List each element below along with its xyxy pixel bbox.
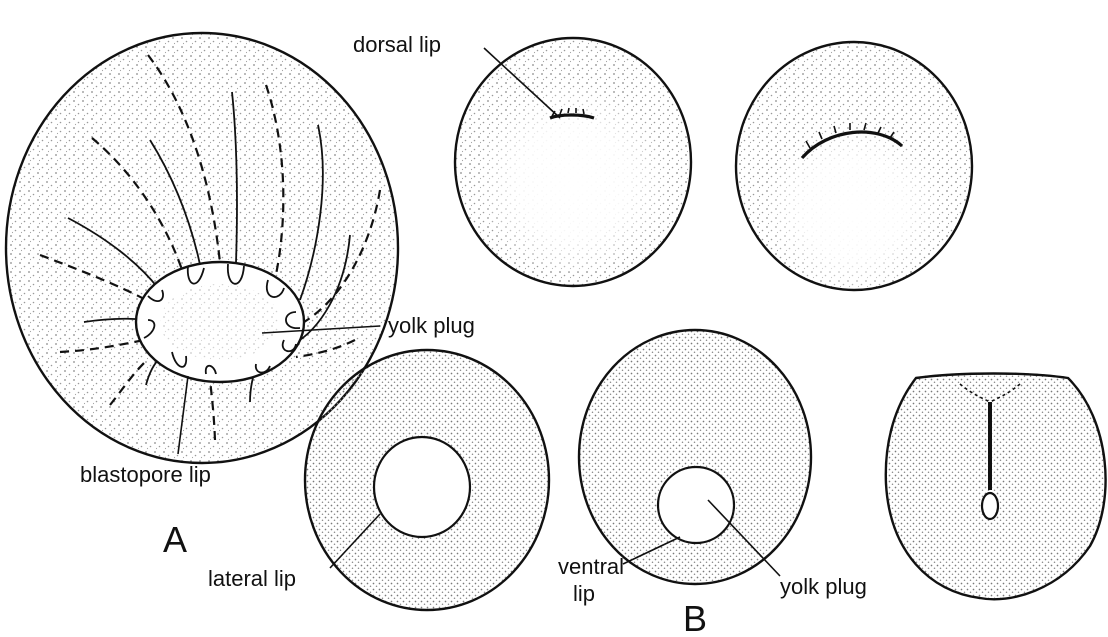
label-panel-b: B bbox=[683, 598, 707, 637]
label-blastopore-lip: blastopore lip bbox=[80, 462, 211, 487]
yolk-plug-small bbox=[658, 467, 734, 543]
yolk-plug-large bbox=[374, 437, 470, 537]
embryo-b5 bbox=[886, 374, 1106, 600]
label-dorsal-lip: dorsal lip bbox=[353, 32, 441, 57]
embryo-b4 bbox=[579, 330, 811, 584]
embryo-b2 bbox=[736, 42, 972, 290]
label-ventral-lip-line2: lip bbox=[573, 581, 595, 606]
slit-blastopore-end bbox=[982, 493, 998, 519]
label-lateral-lip: lateral lip bbox=[208, 566, 296, 591]
label-ventral-lip-line1: ventral bbox=[558, 554, 624, 579]
label-yolk-plug-b: yolk plug bbox=[780, 574, 867, 599]
embryo-b1 bbox=[455, 38, 691, 286]
embryo-b3 bbox=[305, 350, 549, 610]
label-yolk-plug-a: yolk plug bbox=[388, 313, 475, 338]
label-panel-a: A bbox=[163, 519, 187, 560]
